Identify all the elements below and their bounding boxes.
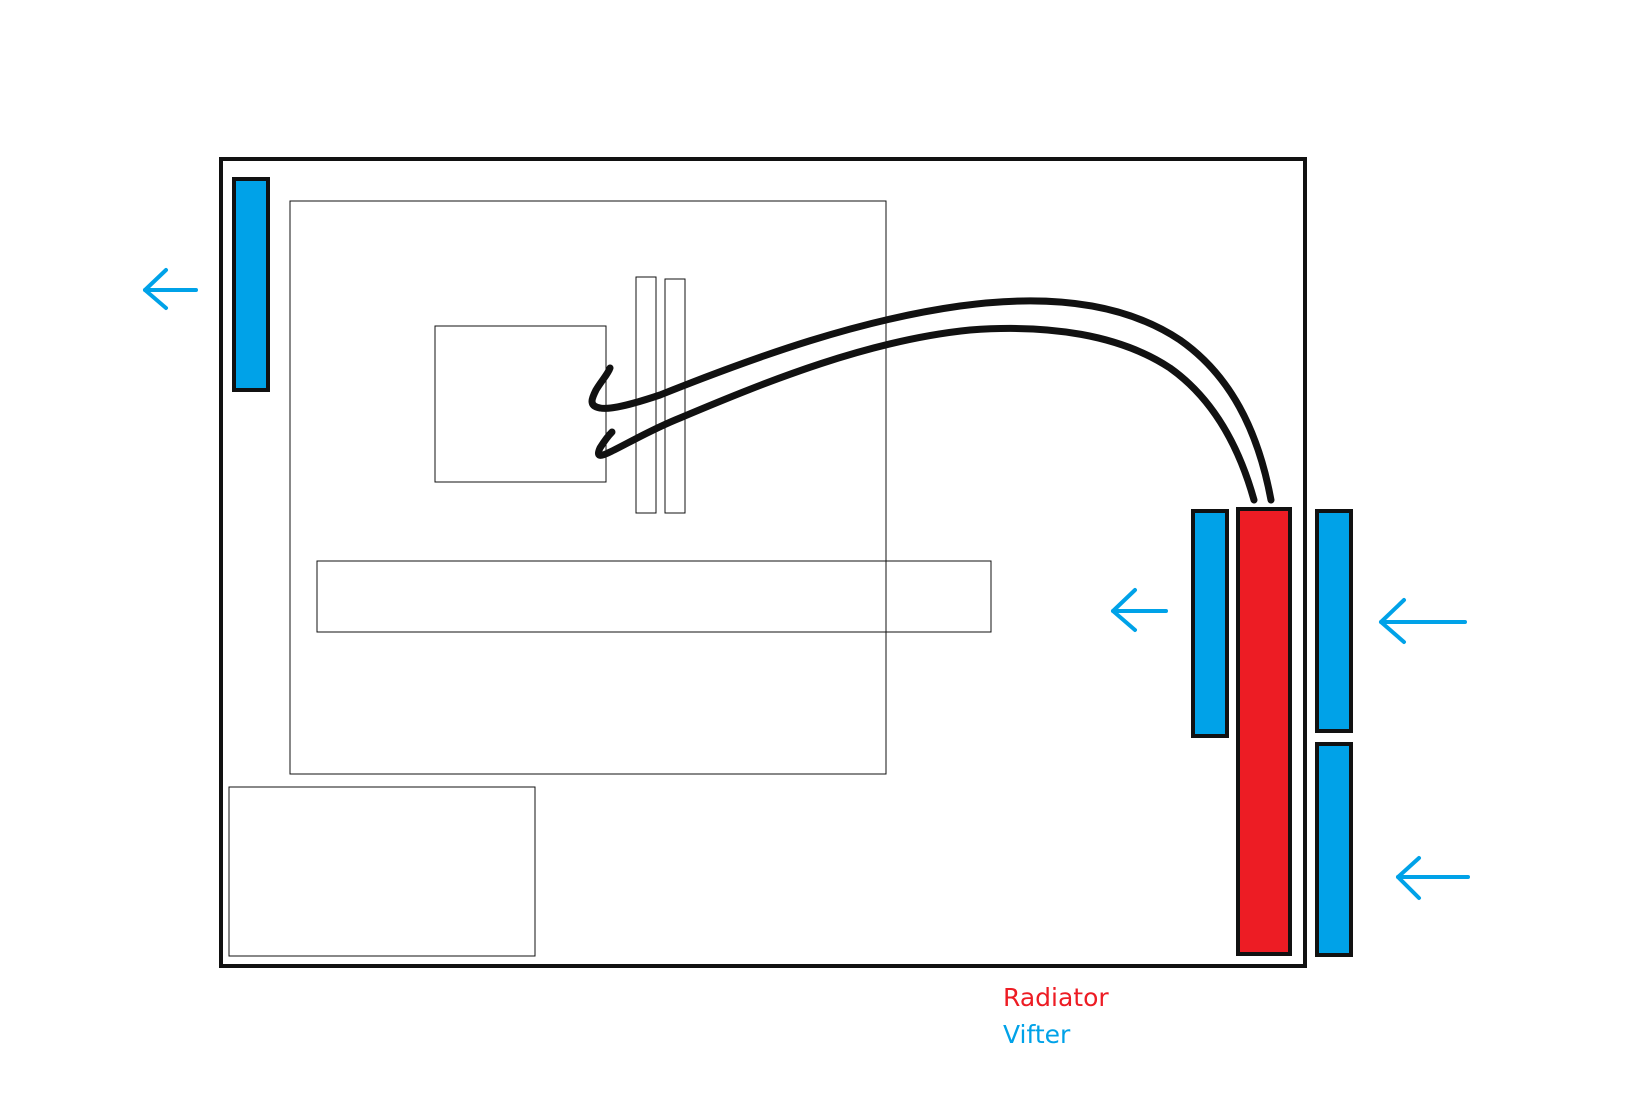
inner-radiator-fan [1191,509,1229,738]
rear-exhaust-fan [232,177,270,392]
coolant-tubes [588,297,1275,504]
coolant-tube-upper [588,297,1275,504]
cpu-block [434,325,607,483]
arrow-left-icon [143,268,198,310]
motherboard [289,200,887,775]
legend-radiator-label: Radiator [1003,983,1109,1012]
case-outline [219,157,1307,968]
coolant-tube-lower [595,324,1258,504]
front-intake-fan-top [1315,509,1353,733]
arrow-left-icon [1396,856,1470,900]
arrow-left-icon [1111,588,1168,632]
front-intake-fan-bottom [1315,742,1353,957]
legend-fans-label: Vifter [1003,1020,1071,1049]
radiator [1236,507,1292,956]
psu [228,786,536,957]
arrow-left-icon [1379,598,1467,644]
ram-stick [664,278,686,514]
gpu [316,560,992,633]
